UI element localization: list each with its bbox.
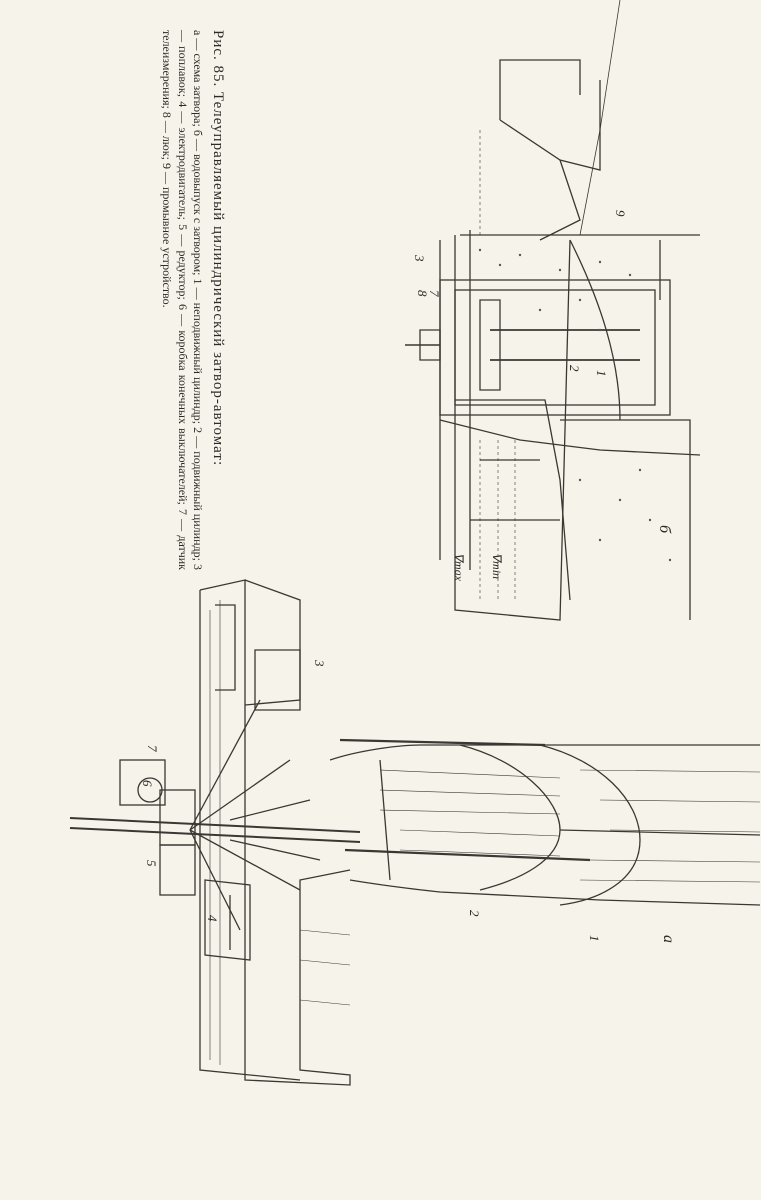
- part-num-3: 3: [312, 659, 327, 667]
- part-num-5: 5: [144, 860, 159, 867]
- part-num-b9: 9: [613, 210, 628, 217]
- part-num-2: 2: [467, 910, 482, 917]
- hatch-8: [419, 329, 441, 361]
- part-num-4: 4: [205, 915, 220, 922]
- panel-b-label: б: [656, 524, 674, 534]
- part-num-7: 7: [145, 745, 160, 752]
- part-num-b7: 7: [427, 290, 442, 297]
- limit-switch-box-6: [119, 759, 166, 806]
- water-level-max: ∇max: [452, 553, 466, 582]
- part-num-1: 1: [587, 935, 602, 942]
- chamber-wall: [199, 579, 351, 1086]
- part-num-b1: 1: [594, 370, 609, 377]
- part-num-6: 6: [140, 780, 155, 787]
- part-num-b8: 8: [415, 290, 430, 297]
- panel-a-label: а: [660, 935, 677, 943]
- water-level-min: ∇min: [490, 553, 504, 579]
- telemeter-7: [137, 777, 163, 803]
- well: [439, 279, 671, 416]
- float-box: [254, 649, 301, 711]
- part-num-b2: 2: [567, 365, 582, 372]
- motor-4: [159, 844, 196, 896]
- part-num-b3: 3: [412, 254, 427, 262]
